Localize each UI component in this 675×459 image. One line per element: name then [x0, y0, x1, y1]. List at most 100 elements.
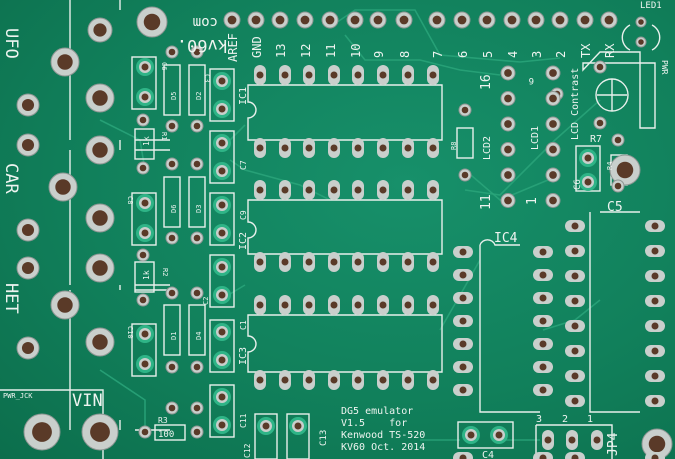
component-label-c11: C11: [239, 413, 248, 428]
ic-pad: [254, 252, 266, 272]
pad: [190, 45, 204, 59]
header-pin: [478, 11, 496, 29]
ic-pad: [303, 180, 315, 200]
cap-pad: [213, 351, 231, 369]
ic-pad: [591, 430, 603, 450]
ic-pad: [453, 315, 473, 327]
cap-pad: [213, 388, 231, 406]
cap-pad: [462, 426, 480, 444]
ic-pad: [533, 269, 553, 281]
lcd-pad: [545, 167, 561, 183]
pad: [611, 179, 625, 193]
jack-pad: [16, 93, 40, 117]
jack-label-ufo: UFO: [1, 28, 21, 59]
component-label-c6b: C6: [573, 179, 583, 190]
header-pin-label: 5: [481, 51, 495, 58]
component-label-c6: C6: [160, 62, 168, 70]
component-label-r4: R4: [606, 162, 614, 170]
ic-pad: [453, 384, 473, 396]
ic-pad: [377, 65, 389, 85]
pad: [458, 103, 472, 117]
header-pin-label: 8: [398, 51, 412, 58]
component-label-pin6: 6: [529, 75, 534, 85]
pad: [190, 401, 204, 415]
component-label-c7: C7: [239, 160, 248, 170]
header-pin: [296, 11, 314, 29]
ic-pad: [427, 180, 439, 200]
cap-pad: [289, 417, 307, 435]
cap-pad: [213, 134, 231, 152]
ic-pad: [645, 245, 665, 257]
header-pin: [503, 11, 521, 29]
pad: [165, 286, 179, 300]
ic-pad: [533, 246, 553, 258]
pad: [190, 286, 204, 300]
ic-pad: [303, 295, 315, 315]
jack-pad: [16, 218, 40, 242]
ic-pad: [352, 295, 364, 315]
ic-pad: [453, 269, 473, 281]
ic-pad: [328, 295, 340, 315]
ic-pad: [377, 180, 389, 200]
led-pad: [635, 16, 647, 28]
pad: [165, 360, 179, 374]
lcd-pad: [500, 142, 516, 157]
ic-pad: [377, 295, 389, 315]
cap-pad: [136, 325, 154, 343]
cap-pad: [213, 72, 231, 90]
pad: [136, 248, 150, 262]
component-label-c3: C3: [203, 74, 211, 82]
pad: [190, 425, 204, 439]
pad: [165, 157, 179, 171]
ic-pad: [533, 292, 553, 304]
component-label-c10: C10: [126, 326, 134, 339]
ic-pad: [402, 252, 414, 272]
ic-pad: [402, 65, 414, 85]
pad: [136, 293, 150, 307]
component-label-pin11: 11: [479, 194, 494, 210]
ic-pad: [533, 361, 553, 373]
header-pin: [271, 11, 289, 29]
component-label-lcd2: LCD2: [482, 136, 493, 160]
jack-pad: [85, 203, 115, 233]
component-label-jp4: JP4: [606, 432, 621, 456]
component-label-jp-1: 1: [587, 414, 593, 425]
ic-pad: [645, 370, 665, 382]
ic-pad: [645, 395, 665, 407]
component-label-d6: D6: [170, 205, 178, 213]
pad: [190, 231, 204, 245]
pad: [593, 116, 607, 130]
mounting-hole: [609, 154, 641, 186]
ic-pad: [402, 370, 414, 390]
header-pin: [600, 11, 618, 29]
header-pin: [395, 11, 413, 29]
maker-kv60-label: kv60.: [177, 35, 228, 55]
component-label-pin16: 16: [479, 74, 494, 90]
header-pin-label: 6: [456, 51, 470, 58]
component-label-ic1: IC1: [238, 87, 249, 105]
pad: [136, 113, 150, 127]
lcd-pad: [545, 65, 561, 81]
jack-pad: [85, 327, 115, 357]
ic-pad: [352, 180, 364, 200]
jack-pad: [81, 413, 119, 451]
cap-pad: [213, 224, 231, 242]
jack-pad: [16, 336, 40, 360]
info-line: DG5 emulator: [341, 406, 413, 417]
ic-pad: [565, 370, 585, 382]
lcd-pad: [500, 193, 516, 208]
cap-pad: [136, 224, 154, 242]
ic-pad: [303, 65, 315, 85]
cap-pad: [579, 173, 597, 191]
info-line: KV60 Oct. 2014: [341, 442, 425, 453]
cap-pad: [136, 88, 154, 106]
header-pin-label: 12: [299, 44, 313, 58]
header-pin: [551, 11, 569, 29]
ic-pad: [565, 395, 585, 407]
ic-pad: [565, 345, 585, 357]
cap-pad: [136, 355, 154, 373]
jack-pad: [85, 253, 115, 283]
cap-pad: [579, 149, 597, 167]
ic-pad: [352, 370, 364, 390]
